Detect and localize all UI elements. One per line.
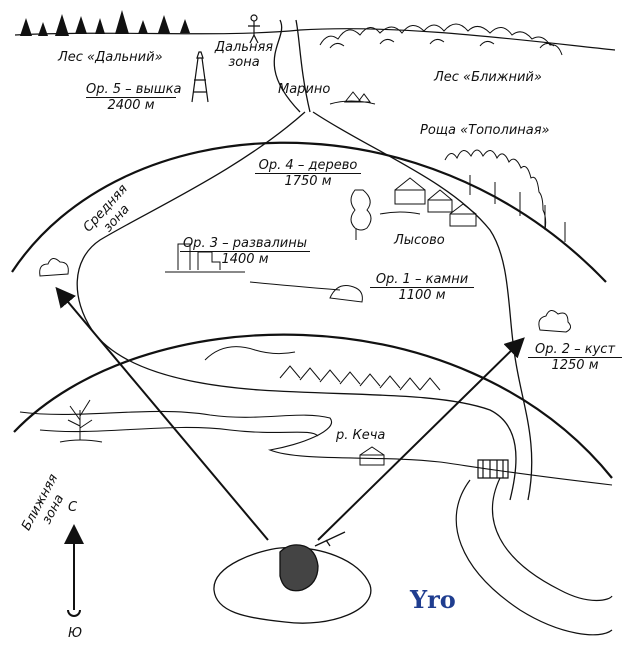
sight-arrow-right bbox=[317, 337, 525, 541]
landmark-stones bbox=[249, 281, 363, 303]
river bbox=[19, 410, 613, 486]
landmark-1-name: Ор. 1 – камни bbox=[370, 272, 474, 288]
river-label: р. Кеча bbox=[336, 428, 386, 443]
near-village bbox=[204, 346, 441, 391]
landmark-ruins bbox=[165, 243, 245, 273]
near-forest-label: Лес «Ближний» bbox=[434, 70, 542, 85]
landmark-1-distance: 1100 м bbox=[398, 288, 446, 303]
grove-label: Роща «Тополиная» bbox=[420, 123, 550, 138]
landmark-3-distance: 1400 м bbox=[221, 252, 269, 267]
far-zone-label-line2: зона bbox=[228, 55, 260, 70]
compass-arrow bbox=[64, 524, 84, 617]
far-zone-boundary bbox=[11, 141, 607, 283]
tree-near-left bbox=[59, 399, 103, 443]
near-forest-trees bbox=[319, 23, 563, 56]
tower-sketch bbox=[191, 51, 209, 103]
landmark-bush bbox=[538, 310, 572, 333]
landmark-4-label: Ор. 4 – дерево 1750 м bbox=[255, 158, 361, 189]
far-zone-label-line1: Дальняя bbox=[214, 40, 274, 55]
landmark-3-label: Ор. 3 – развалины 1400 м bbox=[180, 236, 310, 267]
lysovo-village bbox=[379, 177, 477, 227]
marino-houses bbox=[329, 91, 376, 105]
landmark-5-label: Ор. 5 – вышка 2400 м bbox=[86, 82, 182, 113]
landmark-tree bbox=[350, 189, 372, 240]
surveyor-figure bbox=[248, 14, 260, 44]
landmark-3-name: Ор. 3 – развалины bbox=[180, 236, 310, 252]
lysovo-label: Лысово bbox=[394, 233, 445, 248]
landmark-5-distance: 2400 м bbox=[107, 98, 155, 113]
far-forest-trees bbox=[20, 10, 190, 36]
compass-north-label: С bbox=[68, 500, 78, 515]
landmark-1-label: Ор. 1 – камни 1100 м bbox=[370, 272, 474, 303]
landmark-4-name: Ор. 4 – дерево bbox=[255, 158, 361, 174]
sight-arrow-left bbox=[55, 286, 269, 541]
landmark-2-name: Ор. 2 – куст bbox=[528, 342, 622, 358]
horizon-line bbox=[14, 28, 616, 51]
river-hut bbox=[359, 446, 385, 466]
far-forest-label: Лес «Дальний» bbox=[58, 50, 163, 65]
far-zone-label: Дальняя зона bbox=[214, 40, 274, 70]
grove-trees bbox=[444, 149, 566, 242]
landmark-2-label: Ор. 2 – куст 1250 м bbox=[528, 342, 622, 373]
compass-south-label: Ю bbox=[68, 626, 83, 641]
landmark-4-distance: 1750 м bbox=[284, 174, 332, 189]
bush-left bbox=[39, 258, 69, 277]
observer-position bbox=[213, 531, 372, 624]
landmark-5-name: Ор. 5 – вышка bbox=[86, 82, 182, 98]
landmark-2-distance: 1250 м bbox=[551, 358, 599, 373]
marino-label: Марино bbox=[278, 82, 331, 97]
lake bbox=[455, 459, 613, 636]
near-zone-boundary bbox=[13, 333, 613, 479]
watermark: Yro bbox=[410, 585, 456, 614]
road bbox=[76, 19, 533, 501]
